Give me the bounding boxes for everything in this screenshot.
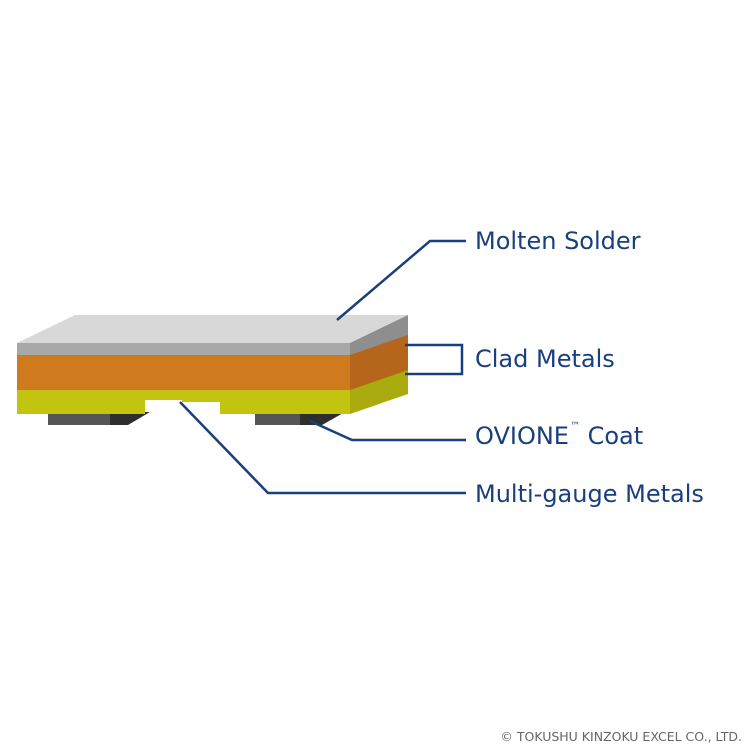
trademark-symbol: ™ bbox=[569, 421, 580, 432]
leader-line-clad-metals bbox=[405, 343, 464, 376]
solder-top-face bbox=[17, 315, 408, 343]
label-multi-gauge-metals: Multi-gauge Metals bbox=[475, 480, 704, 508]
clad-copper-layer bbox=[17, 333, 408, 390]
solder-front-face bbox=[17, 343, 350, 355]
solder-side-face bbox=[350, 315, 408, 355]
label-clad-metals: Clad Metals bbox=[475, 345, 615, 373]
coat-pad-left-side bbox=[110, 412, 150, 425]
molten-solder-layer bbox=[17, 315, 408, 355]
multi-gauge-layer bbox=[17, 368, 408, 414]
leader-line-multi-gauge bbox=[179, 401, 466, 495]
leader-lines bbox=[179, 239, 466, 495]
coat-pad-left bbox=[48, 412, 128, 425]
copyright-notice: © TOKUSHU KINZOKU EXCEL CO., LTD. bbox=[500, 729, 742, 744]
leader-line-molten-solder bbox=[336, 239, 466, 321]
label-molten-solder: Molten Solder bbox=[475, 227, 641, 255]
yellow-layer-front bbox=[17, 388, 350, 414]
leader-line-ovione-coat bbox=[309, 419, 466, 442]
label-ovione-coat-name: OVIONE bbox=[475, 422, 569, 450]
yellow-layer-side bbox=[350, 368, 408, 414]
ovione-coat-pads bbox=[48, 412, 345, 425]
copper-layer-front bbox=[17, 353, 350, 390]
label-ovione-coat: OVIONE™ Coat bbox=[475, 421, 644, 450]
copper-layer-side bbox=[350, 333, 408, 390]
label-ovione-coat-suffix: Coat bbox=[579, 422, 644, 450]
